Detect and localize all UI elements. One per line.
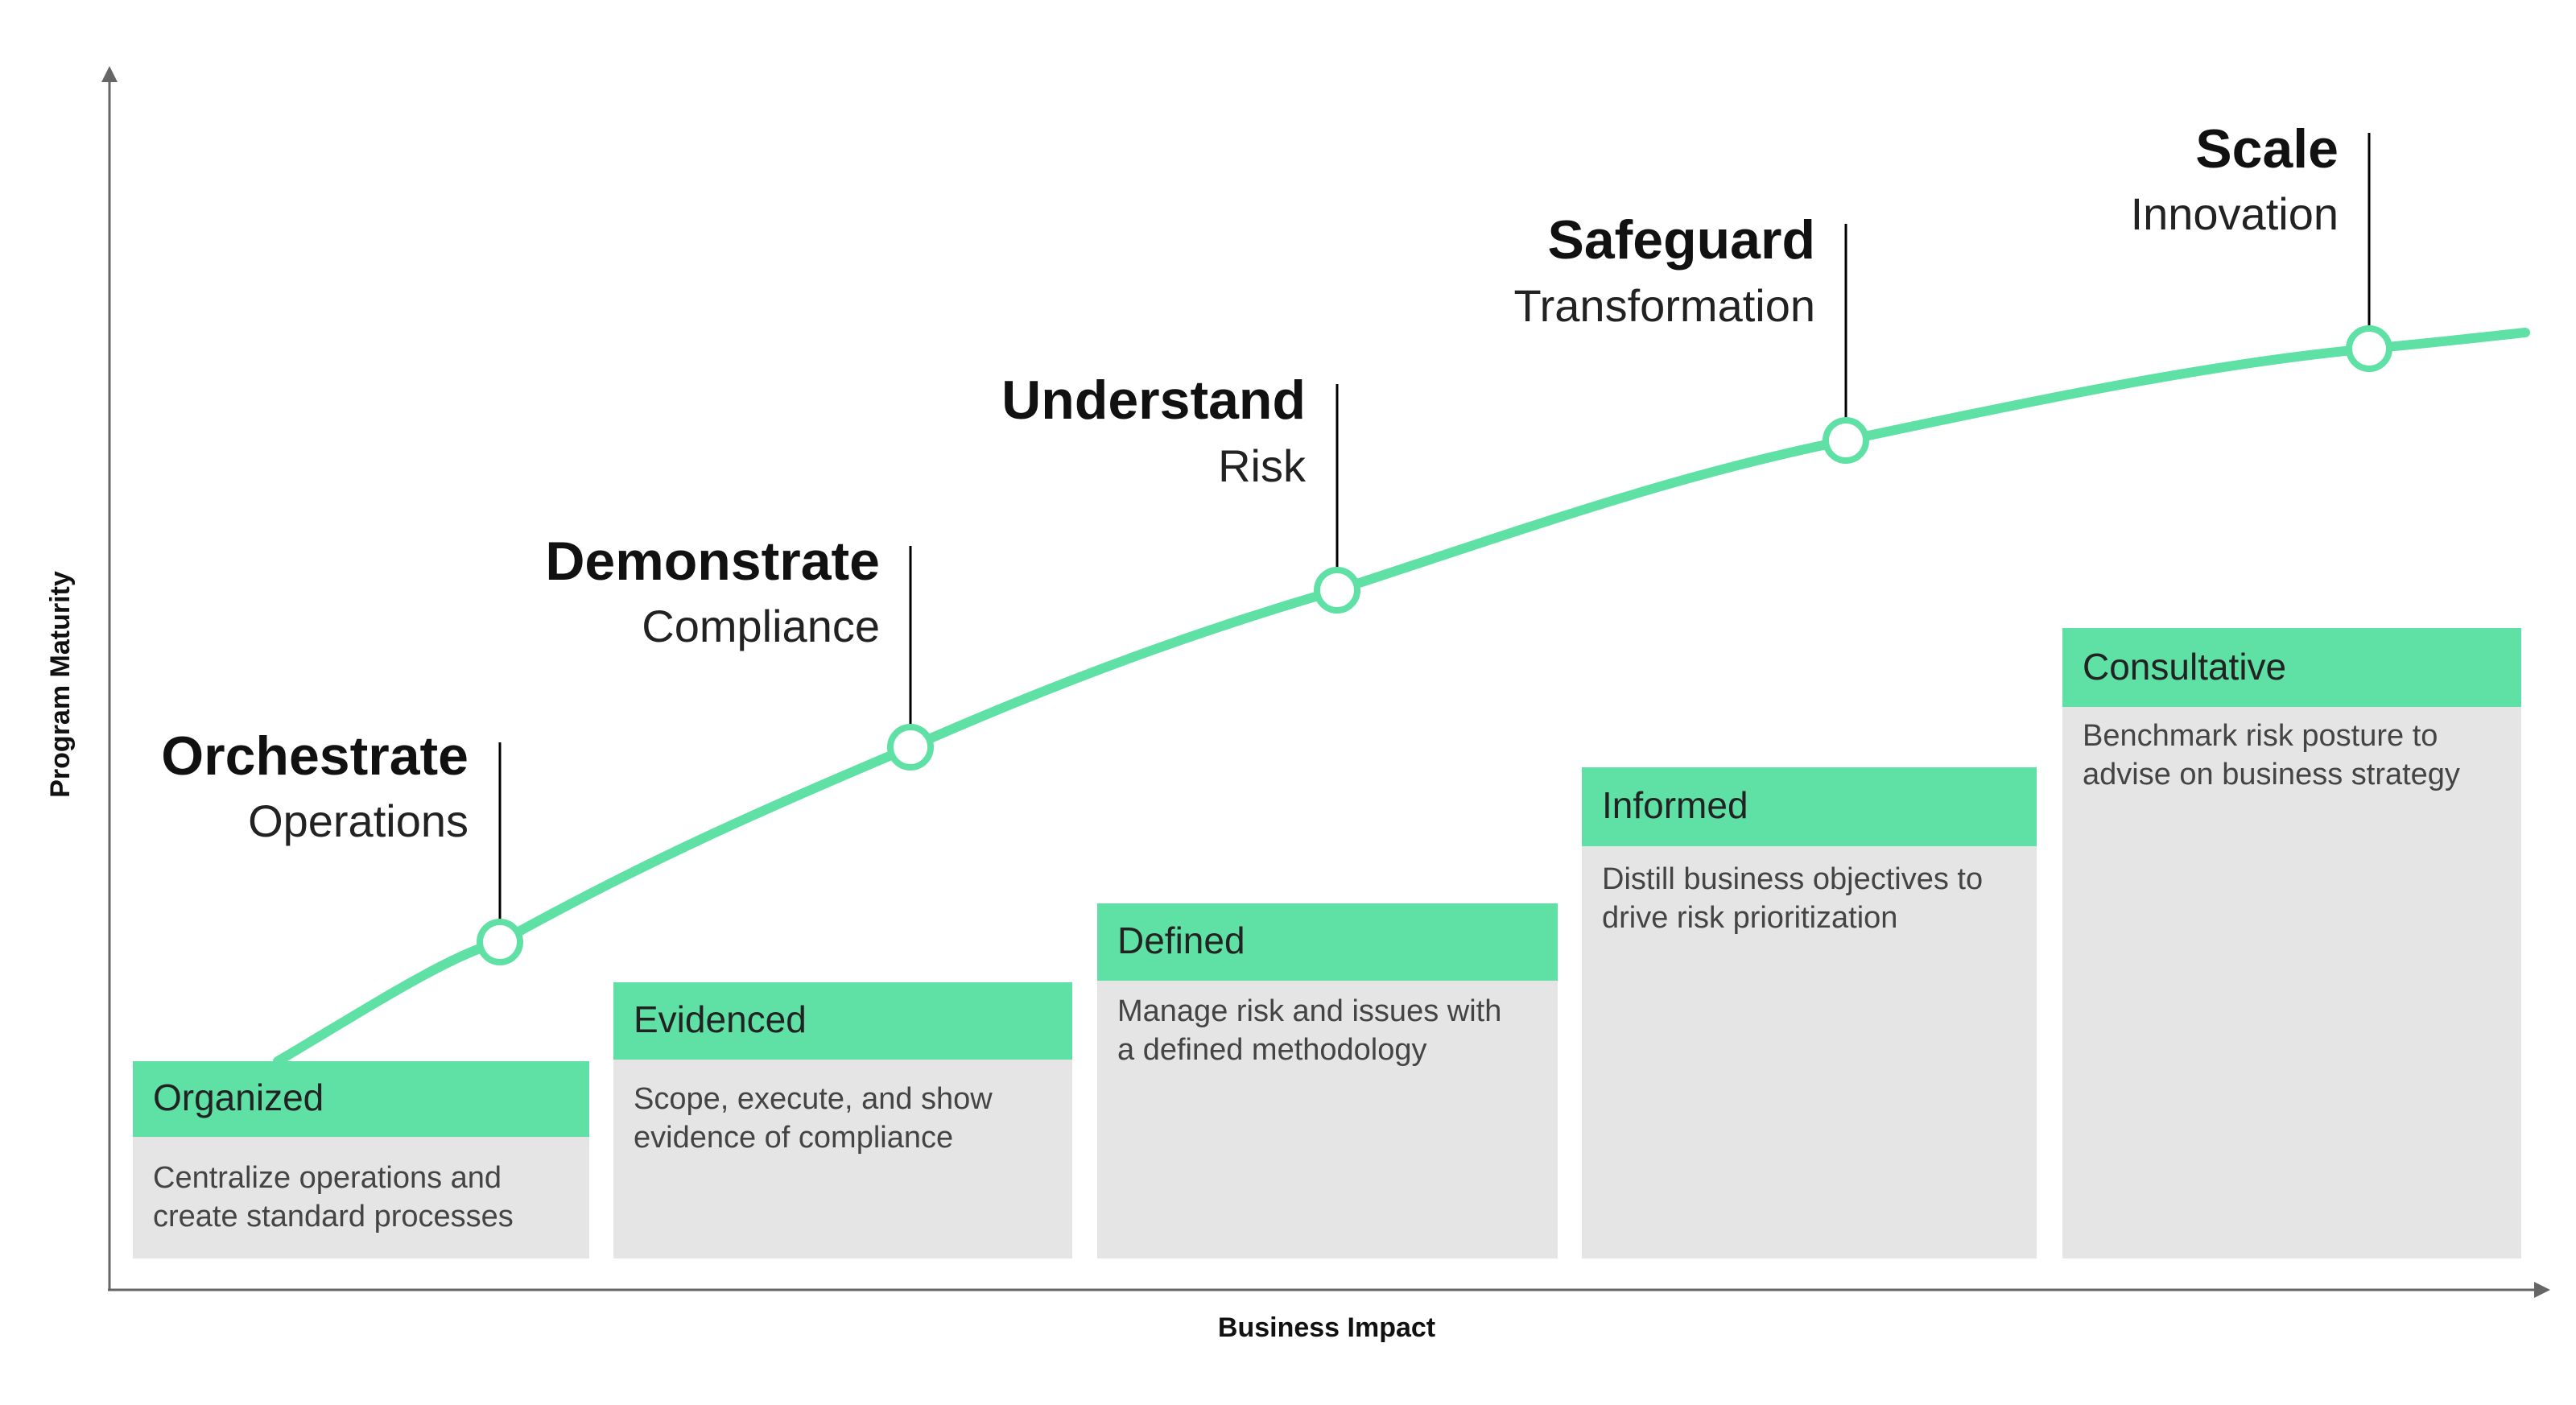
milestone-labels: Orchestrate Operations Demonstrate Compl… bbox=[161, 118, 2339, 846]
stage-description-line: Distill business objectives to bbox=[1602, 862, 1983, 896]
milestone-subtitle: Operations bbox=[248, 795, 469, 846]
stage-card-header bbox=[1582, 767, 2037, 846]
stage-card-defined: Defined Manage risk and issues with a de… bbox=[1097, 903, 1558, 1258]
curve-markers bbox=[477, 325, 2392, 965]
milestone-marker bbox=[1823, 417, 1869, 464]
x-axis-label: Business Impact bbox=[1218, 1312, 1435, 1343]
stage-card-informed: Informed Distill business objectives to … bbox=[1582, 767, 2037, 1258]
milestone-subtitle: Transformation bbox=[1514, 280, 1816, 331]
stage-name: Defined bbox=[1117, 919, 1245, 961]
milestone-title: Demonstrate bbox=[545, 531, 880, 592]
stage-description-line: Manage risk and issues with bbox=[1117, 994, 1501, 1028]
stage-description-line: a defined methodology bbox=[1117, 1033, 1427, 1067]
stage-cards: Organized Centralize operations and crea… bbox=[133, 628, 2521, 1258]
stage-description-line: evidence of compliance bbox=[634, 1121, 953, 1155]
milestone-title: Understand bbox=[1001, 370, 1306, 431]
stage-description-line: drive risk prioritization bbox=[1602, 901, 1897, 935]
milestone-subtitle: Innovation bbox=[2131, 188, 2339, 239]
y-axis-arrow-icon bbox=[101, 66, 118, 82]
stage-name: Informed bbox=[1602, 784, 1748, 826]
stage-description-line: Scope, execute, and show bbox=[634, 1082, 993, 1116]
milestone-marker bbox=[2346, 325, 2392, 372]
milestone-subtitle: Risk bbox=[1218, 440, 1307, 491]
milestone-marker bbox=[477, 919, 523, 965]
axes: Business Impact Program Maturity bbox=[45, 66, 2550, 1343]
milestone-marker bbox=[1314, 567, 1360, 614]
stage-card-header bbox=[1097, 903, 1558, 981]
y-axis-label: Program Maturity bbox=[45, 571, 76, 798]
stage-description-line: create standard processes bbox=[153, 1200, 514, 1234]
stage-card-header bbox=[133, 1061, 589, 1137]
milestone-title: Orchestrate bbox=[161, 725, 469, 787]
stage-card-evidenced: Evidenced Scope, execute, and show evide… bbox=[613, 982, 1072, 1258]
milestone-title: Scale bbox=[2195, 118, 2339, 180]
stage-name: Organized bbox=[153, 1076, 324, 1118]
milestone-marker bbox=[887, 724, 934, 771]
stage-card-header bbox=[613, 982, 1072, 1060]
milestone-subtitle: Compliance bbox=[642, 601, 880, 651]
stage-card-organized: Organized Centralize operations and crea… bbox=[133, 1061, 589, 1258]
stage-description-line: Benchmark risk posture to bbox=[2083, 719, 2438, 753]
stage-card-body bbox=[2062, 628, 2521, 1258]
milestone-title: Safeguard bbox=[1547, 209, 1815, 271]
stage-card-consultative: Consultative Benchmark risk posture to a… bbox=[2062, 628, 2521, 1258]
stage-description-line: advise on business strategy bbox=[2083, 758, 2460, 791]
stage-description-line: Centralize operations and bbox=[153, 1161, 502, 1195]
x-axis-arrow-icon bbox=[2534, 1282, 2550, 1298]
stage-card-header bbox=[2062, 628, 2521, 707]
stage-name: Evidenced bbox=[634, 998, 807, 1040]
stage-name: Consultative bbox=[2083, 646, 2286, 688]
leader-lines bbox=[498, 133, 2371, 921]
stage-card-body bbox=[1582, 767, 2037, 1258]
